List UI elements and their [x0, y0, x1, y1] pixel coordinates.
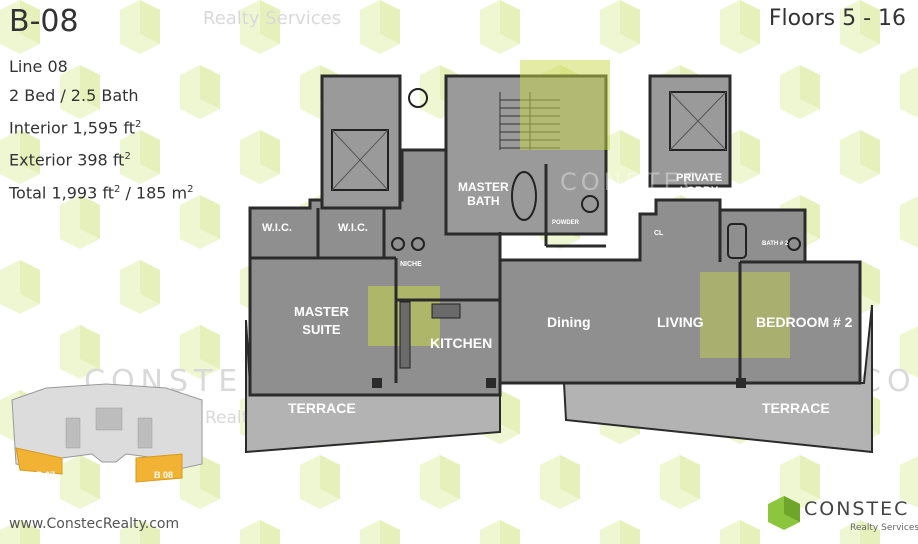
- floors-range: Floors 5 - 16: [768, 6, 906, 31]
- room-label-master-suite: MASTER SUITE: [294, 303, 349, 339]
- room-label-niche: NICHE: [400, 261, 422, 268]
- private-lobby-line1: PRIVATE: [676, 172, 723, 184]
- brand-logo: CONSTEC Realty Services: [768, 496, 918, 536]
- spec-total: Total 1,993 ft2 / 185 m2: [9, 175, 194, 207]
- spec-line: Line 08: [9, 52, 194, 81]
- room-label-private-lobby: PRIVATE LOBBY: [676, 172, 722, 198]
- master-suite-line1: MASTER: [294, 304, 349, 319]
- spec-bed-bath: 2 Bed / 2.5 Bath: [9, 86, 139, 105]
- watermark-constec-plan: CONSTEC: [560, 168, 704, 196]
- brand-subtitle: Realty Services: [850, 523, 918, 533]
- spec-total-label: Total: [9, 182, 47, 202]
- spec-total-m-sup: 2: [187, 183, 194, 195]
- spec-line-label: Line: [9, 57, 43, 76]
- master-bath-line1: MASTER: [458, 180, 509, 194]
- room-label-dining: Dining: [547, 314, 591, 330]
- room-label-c: C: [830, 255, 836, 262]
- keyplan-unit-b08: B 08: [154, 470, 174, 480]
- room-label-wic-right: W.I.C.: [338, 222, 368, 234]
- spec-total-ft: 1,993 ft: [51, 182, 114, 202]
- spec-interior-label: Interior: [9, 118, 68, 138]
- master-suite-line2: SUITE: [302, 322, 341, 337]
- private-lobby-line2: LOBBY: [679, 185, 719, 197]
- spec-line-value: 08: [47, 57, 68, 76]
- watermark-realty-top: Realty Services: [203, 8, 342, 29]
- master-bath-line2: BATH: [467, 194, 500, 208]
- constec-logo-icon: [768, 496, 800, 530]
- spec-total-ft-sup: 2: [113, 183, 121, 195]
- spec-exterior-sup: 2: [124, 151, 131, 163]
- brand-name: CONSTEC: [804, 498, 910, 520]
- room-label-wic-left: W.I.C.: [262, 222, 292, 234]
- keyplan-unit-b07: B 07: [36, 470, 56, 480]
- spec-interior-sup: 2: [134, 119, 142, 130]
- spec-interior-value: 1,595 ft: [72, 118, 135, 138]
- room-label-terrace-right: TERRACE: [762, 400, 830, 416]
- website-link[interactable]: www.ConstecRealty.com: [9, 516, 180, 532]
- spec-exterior-value: 398 ft: [77, 150, 125, 170]
- room-label-bedroom-2: BEDROOM # 2: [756, 314, 853, 330]
- spec-exterior-label: Exterior: [9, 150, 73, 170]
- room-label-living: LIVING: [657, 314, 704, 330]
- room-label-powder: POWDER: [552, 220, 579, 226]
- room-label-cl: CL: [654, 230, 664, 237]
- unit-title: B-08: [9, 4, 79, 39]
- key-plan: [11, 383, 203, 483]
- room-label-terrace-left: TERRACE: [288, 400, 356, 416]
- spec-interior: Interior 1,595 ft2: [9, 110, 194, 142]
- spec-total-m: / 185 m: [125, 182, 188, 202]
- unit-specs: Line 08 2 Bed / 2.5 Bath Interior 1,595 …: [9, 52, 194, 207]
- spec-exterior: Exterior 398 ft2: [9, 142, 194, 174]
- room-label-kitchen: KITCHEN: [430, 335, 493, 351]
- room-label-bath-2: BATH # 2: [762, 241, 789, 247]
- room-label-master-bath: MASTER BATH: [458, 180, 509, 208]
